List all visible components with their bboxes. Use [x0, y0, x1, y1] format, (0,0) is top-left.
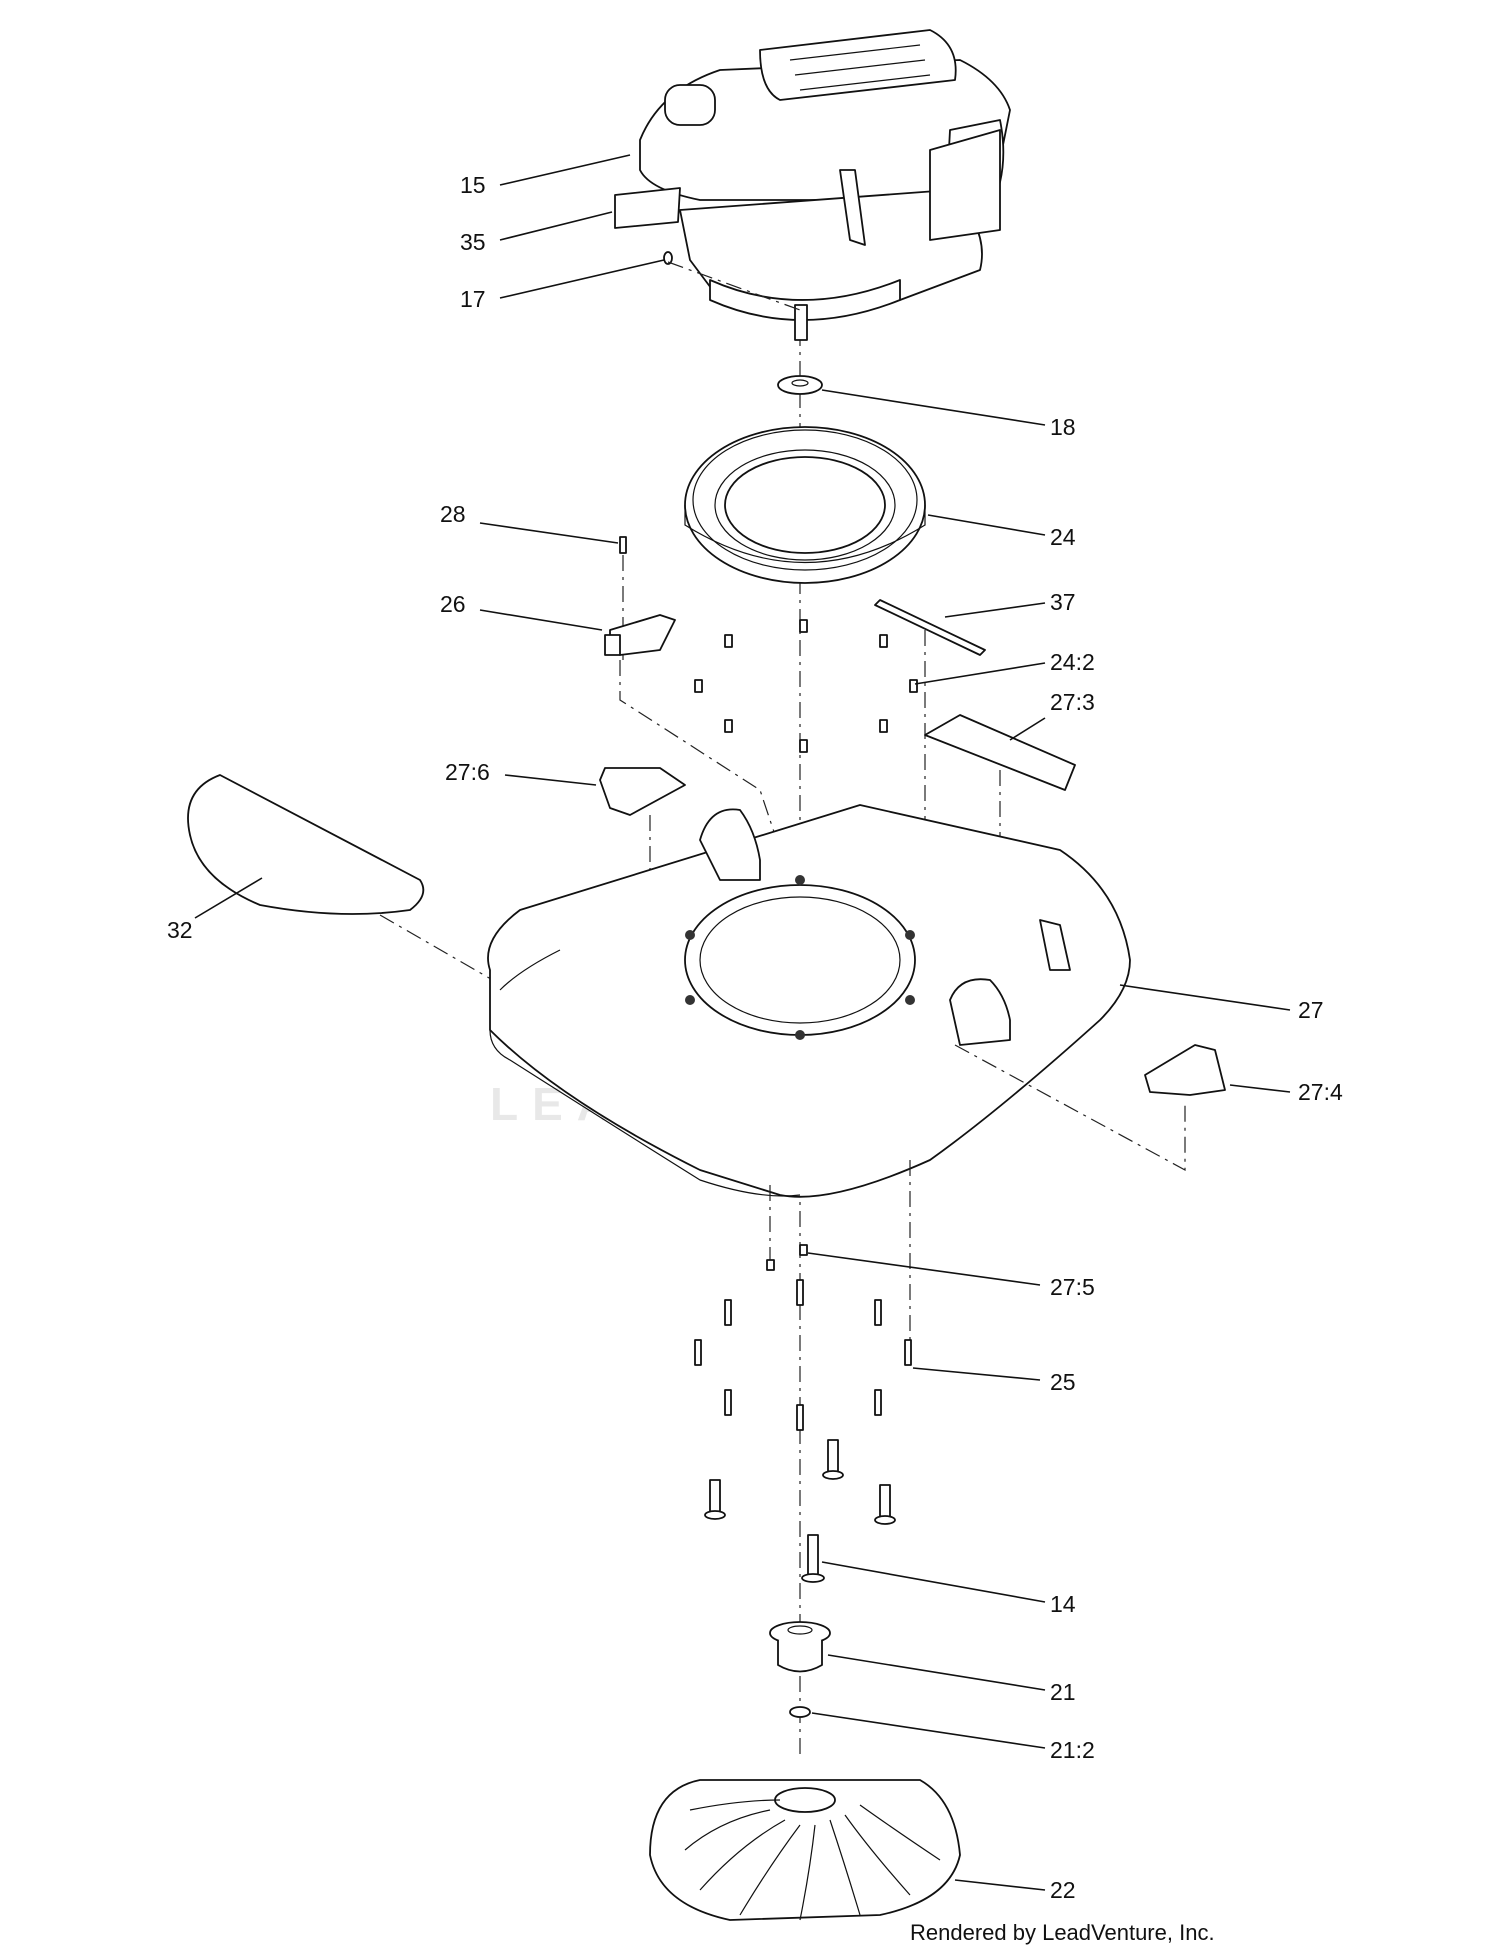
- adapter-part-21[interactable]: [769, 1621, 831, 1673]
- callout-21: 21: [1050, 1679, 1076, 1705]
- callout-27-6: 27:6: [445, 759, 490, 785]
- bracket-part-26[interactable]: [604, 614, 676, 656]
- callout-21-2: 21:2: [1050, 1737, 1095, 1763]
- deck-part-27[interactable]: [487, 804, 1131, 1198]
- callout-18: 18: [1050, 414, 1076, 440]
- callout-35: 35: [460, 229, 486, 255]
- strip-part-37[interactable]: [874, 599, 986, 656]
- callout-17: 17: [460, 286, 486, 312]
- decal-part-27-4[interactable]: [1144, 1044, 1226, 1096]
- callout-27: 27: [1298, 997, 1324, 1023]
- callout-27-3: 27:3: [1050, 689, 1095, 715]
- callout-14: 14: [1050, 1591, 1076, 1617]
- flange-bolt-group[interactable]: [704, 1439, 896, 1525]
- axis-27-4: [954, 1044, 1186, 1172]
- engine-part-15[interactable]: [639, 29, 1011, 341]
- callout-24: 24: [1050, 524, 1076, 550]
- callout-24-2: 24:2: [1050, 649, 1095, 675]
- decal-part-27-6[interactable]: [599, 767, 686, 816]
- washer-part-21-2[interactable]: [789, 1706, 811, 1718]
- nut-group-27-5[interactable]: [766, 1244, 808, 1271]
- impeller-part-22[interactable]: [649, 1779, 961, 1921]
- pin-part-28[interactable]: [619, 536, 627, 554]
- decal-part-32[interactable]: [187, 774, 425, 915]
- decal-part-27-3[interactable]: [924, 714, 1076, 791]
- callout-15: 15: [460, 172, 486, 198]
- screw-group-25[interactable]: [694, 1279, 912, 1431]
- nut-group-24-2[interactable]: [694, 619, 918, 753]
- bolt-part-14[interactable]: [801, 1534, 825, 1583]
- label-part-35[interactable]: [614, 187, 681, 229]
- callout-26: 26: [440, 591, 466, 617]
- axis-17: [667, 261, 801, 311]
- callout-37: 37: [1050, 589, 1076, 615]
- render-credit: Rendered by LeadVenture, Inc.: [910, 1920, 1215, 1945]
- callout-27-4: 27:4: [1298, 1079, 1343, 1105]
- callout-32: 32: [167, 917, 193, 943]
- callout-28: 28: [440, 501, 466, 527]
- callout-25: 25: [1050, 1369, 1076, 1395]
- leader-lines: [194, 154, 1291, 1891]
- pin-part-17[interactable]: [663, 251, 673, 265]
- callout-22: 22: [1050, 1877, 1076, 1903]
- ring-part-24[interactable]: [684, 426, 926, 584]
- callout-27-5: 27:5: [1050, 1274, 1095, 1300]
- washer-part-18[interactable]: [777, 375, 823, 395]
